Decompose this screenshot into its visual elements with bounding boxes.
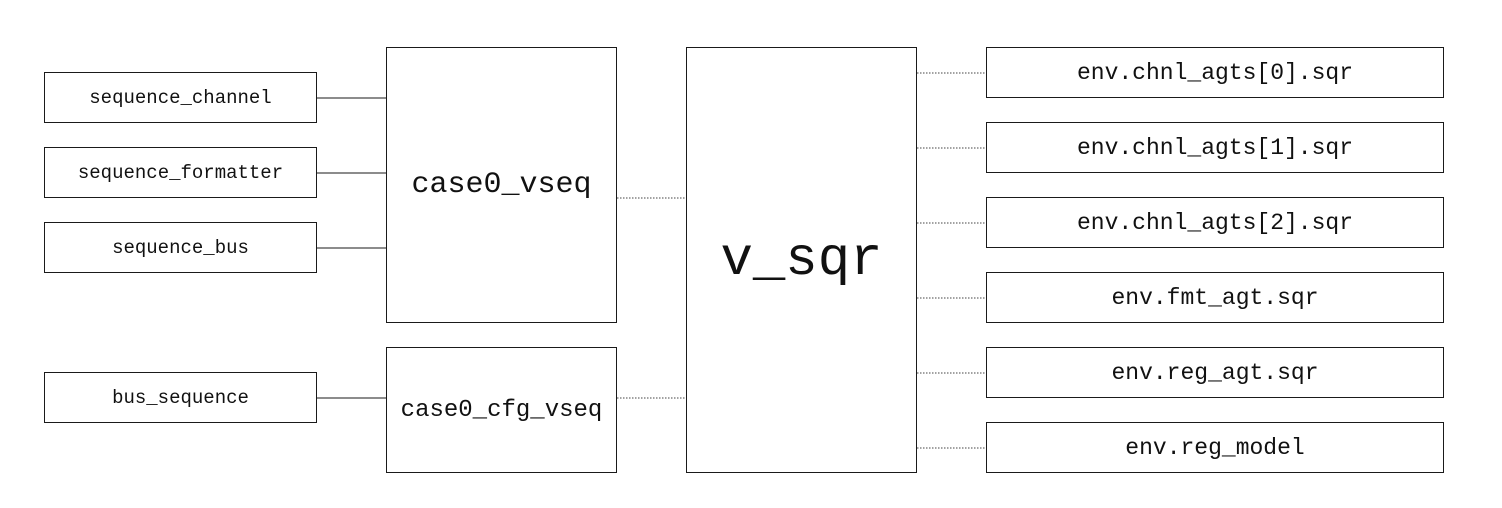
case0-vseq-box: case0_vseq	[386, 47, 617, 323]
target-chnl-agt-1-label: env.chnl_agts[1].sqr	[1076, 134, 1354, 161]
bus-sequence-label: bus_sequence	[112, 386, 249, 409]
target-chnl-agt-0-box: env.chnl_agts[0].sqr	[986, 47, 1444, 98]
case0-vseq-label: case0_vseq	[411, 168, 592, 202]
v-sqr-label: v_sqr	[720, 229, 883, 291]
target-fmt-agt-box: env.fmt_agt.sqr	[986, 272, 1444, 323]
target-reg-model-label: env.reg_model	[1125, 434, 1305, 461]
sequence-bus-box: sequence_bus	[44, 222, 317, 273]
case0-cfg-vseq-box: case0_cfg_vseq	[386, 347, 617, 473]
target-reg-model-box: env.reg_model	[986, 422, 1444, 473]
sequence-bus-label: sequence_bus	[112, 236, 249, 259]
target-chnl-agt-1-box: env.chnl_agts[1].sqr	[986, 122, 1444, 173]
target-reg-agt-box: env.reg_agt.sqr	[986, 347, 1444, 398]
sequence-channel-box: sequence_channel	[44, 72, 317, 123]
target-chnl-agt-2-label: env.chnl_agts[2].sqr	[1076, 209, 1354, 236]
bus-sequence-box: bus_sequence	[44, 372, 317, 423]
target-reg-agt-label: env.reg_agt.sqr	[1111, 359, 1319, 386]
target-chnl-agt-2-box: env.chnl_agts[2].sqr	[986, 197, 1444, 248]
target-chnl-agt-0-label: env.chnl_agts[0].sqr	[1076, 59, 1354, 86]
target-fmt-agt-label: env.fmt_agt.sqr	[1111, 284, 1319, 311]
sequence-channel-label: sequence_channel	[89, 86, 272, 109]
sequence-formatter-box: sequence_formatter	[44, 147, 317, 198]
case0-cfg-vseq-label: case0_cfg_vseq	[400, 396, 603, 424]
sequence-formatter-label: sequence_formatter	[77, 161, 284, 184]
v-sqr-box: v_sqr	[686, 47, 917, 473]
